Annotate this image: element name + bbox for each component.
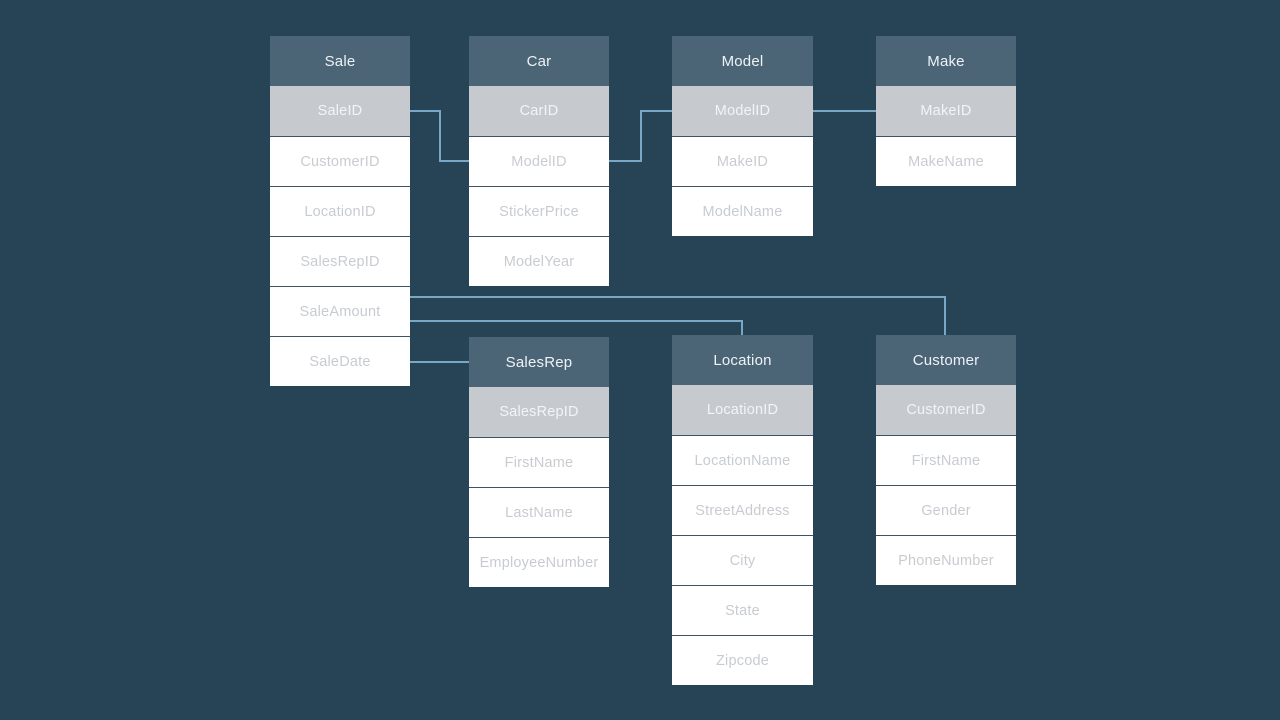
relationship-line-sale-car [408,110,471,162]
field-row-car-stickerprice[interactable]: StickerPrice [469,186,609,236]
entity-table-title-location: Location [672,335,813,385]
primary-key-field-sale-saleid[interactable]: SaleID [270,86,410,136]
field-row-car-modelid[interactable]: ModelID [469,136,609,186]
field-row-car-modelyear[interactable]: ModelYear [469,236,609,286]
entity-table-title-car: Car [469,36,609,86]
field-row-sale-saledate[interactable]: SaleDate [270,336,410,386]
field-row-sale-locationid[interactable]: LocationID [270,186,410,236]
field-row-model-makeid[interactable]: MakeID [672,136,813,186]
primary-key-field-make-makeid[interactable]: MakeID [876,86,1016,136]
field-row-location-state[interactable]: State [672,585,813,635]
field-row-sale-salesrepid[interactable]: SalesRepID [270,236,410,286]
primary-key-field-salesrep-salesrepid[interactable]: SalesRepID [469,387,609,437]
entity-table-title-sale: Sale [270,36,410,86]
relationship-line-sale-location [409,320,743,337]
entity-table-title-make: Make [876,36,1016,86]
relationship-line-sale-customer [409,296,946,337]
entity-table-title-model: Model [672,36,813,86]
field-row-location-locationname[interactable]: LocationName [672,435,813,485]
field-row-model-modelname[interactable]: ModelName [672,186,813,236]
field-row-salesrep-employeenumber[interactable]: EmployeeNumber [469,537,609,587]
primary-key-field-customer-customerid[interactable]: CustomerID [876,385,1016,435]
relationship-line-car-model [608,110,674,162]
field-row-customer-phonenumber[interactable]: PhoneNumber [876,535,1016,585]
primary-key-field-location-locationid[interactable]: LocationID [672,385,813,435]
field-row-customer-firstname[interactable]: FirstName [876,435,1016,485]
entity-table-title-customer: Customer [876,335,1016,385]
field-row-salesrep-lastname[interactable]: LastName [469,487,609,537]
entity-table-title-salesrep: SalesRep [469,337,609,387]
field-row-make-makename[interactable]: MakeName [876,136,1016,186]
field-row-location-zipcode[interactable]: Zipcode [672,635,813,685]
field-row-sale-customerid[interactable]: CustomerID [270,136,410,186]
field-row-location-city[interactable]: City [672,535,813,585]
field-row-location-streetaddress[interactable]: StreetAddress [672,485,813,535]
primary-key-field-model-modelid[interactable]: ModelID [672,86,813,136]
field-row-salesrep-firstname[interactable]: FirstName [469,437,609,487]
field-row-sale-saleamount[interactable]: SaleAmount [270,286,410,336]
field-row-customer-gender[interactable]: Gender [876,485,1016,535]
primary-key-field-car-carid[interactable]: CarID [469,86,609,136]
